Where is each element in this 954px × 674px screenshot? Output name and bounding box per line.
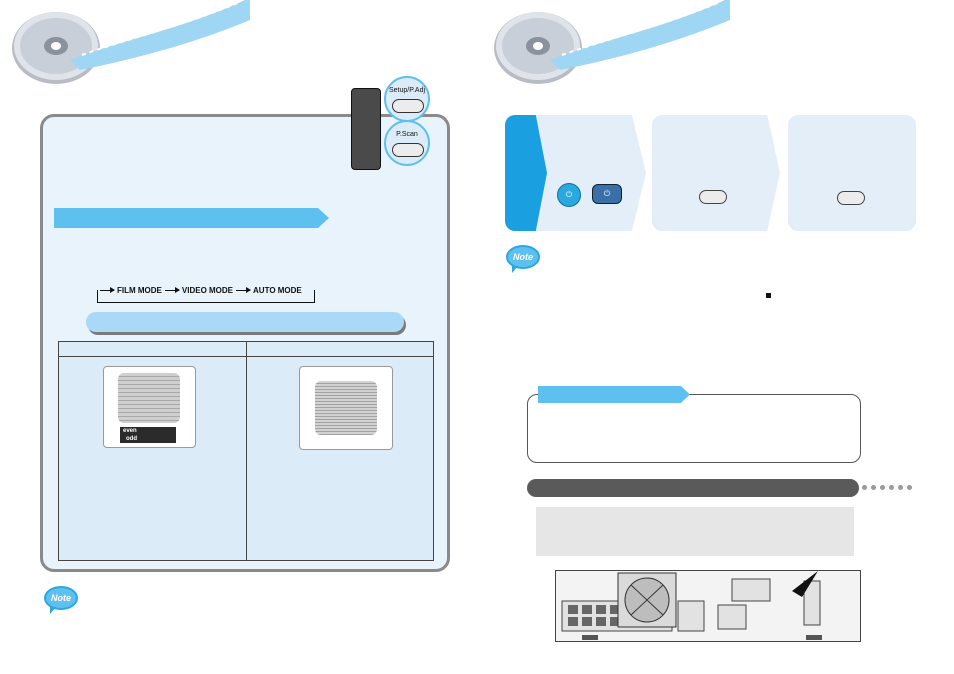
info-box: [527, 394, 861, 463]
section-banner: [54, 208, 329, 228]
pscan-label: P.Scan: [396, 131, 418, 138]
arrow-icon: [100, 286, 115, 293]
remote-key-button[interactable]: [837, 191, 865, 205]
instruction-box: [536, 507, 854, 556]
setup-padj-label: Setup/P.Adj: [388, 87, 426, 94]
rear-panel-drawing: [561, 571, 822, 640]
rear-panel-illustration: [555, 570, 861, 642]
mode-auto: AUTO MODE: [253, 285, 302, 295]
pscan-button[interactable]: [392, 143, 424, 157]
section-heading-bar: [527, 479, 859, 497]
setup-padj-button[interactable]: [392, 99, 424, 113]
note-label: Note: [51, 593, 71, 603]
even-label: even: [123, 428, 137, 434]
note-icon: Note: [44, 586, 78, 614]
mode-film: FILM MODE: [117, 285, 162, 295]
info-box-banner: [538, 386, 690, 403]
note-icon: Note: [506, 245, 540, 273]
film-strip-decoration: [70, 0, 250, 70]
field-label-box: even odd: [120, 427, 176, 443]
scan-comparison-table: even odd: [58, 341, 434, 561]
scan-comparison-pill: [86, 312, 404, 332]
pscan-bubble: P.Scan: [384, 120, 430, 166]
remote-key-button[interactable]: [699, 190, 727, 204]
remote-icon: [351, 88, 381, 170]
film-strip-decoration: [550, 0, 730, 70]
progressive-screen: [315, 381, 377, 435]
mode-sequence: FILM MODE VIDEO MODE AUTO MODE: [100, 283, 312, 297]
progressive-screen-card: [299, 366, 393, 450]
table-divider: [246, 342, 247, 560]
arrow-icon: [164, 286, 180, 293]
odd-label: odd: [126, 436, 137, 442]
step-2-box: [652, 115, 780, 231]
interlaced-screen: [118, 373, 180, 423]
note-label: Note: [513, 252, 533, 262]
setup-padj-bubble: Setup/P.Adj: [384, 76, 430, 122]
dotted-trail: [862, 485, 922, 491]
power-icon[interactable]: ⏻: [557, 183, 581, 207]
interlaced-screen-card: even odd: [103, 366, 196, 448]
arrow-icon: [236, 286, 252, 293]
step-3-box: [788, 115, 916, 231]
mode-cycle-bracket: [97, 290, 315, 303]
power-icon[interactable]: ⏻: [592, 184, 622, 204]
step-tab: [505, 115, 535, 231]
stop-icon: [766, 293, 771, 298]
mode-video: VIDEO MODE: [181, 285, 234, 295]
